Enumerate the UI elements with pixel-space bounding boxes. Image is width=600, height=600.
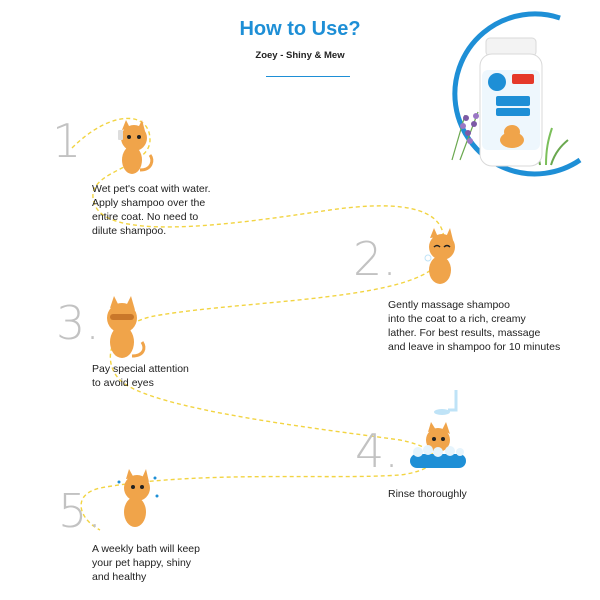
cat-step-5-icon <box>117 469 159 527</box>
shampoo-bottle-icon <box>479 37 543 167</box>
step-number-3: 3. <box>56 296 100 350</box>
title-underline <box>266 76 350 77</box>
step-number-4: 4. <box>355 424 399 478</box>
cat-step-1-icon <box>118 120 154 174</box>
step-number-5-digit: 5 <box>58 484 88 538</box>
lavender-icon <box>451 111 479 161</box>
step-number-1: 1 <box>52 118 81 164</box>
step-1-text: Wet pet's coat with water. Apply shampoo… <box>92 183 211 237</box>
page-title: How to Use? <box>239 18 361 40</box>
step-4-text: Rinse thoroughly <box>388 488 467 500</box>
step-3-text: Pay special attention to avoid eyes <box>92 363 189 389</box>
blue-arc <box>452 11 582 177</box>
step-number-5: 5. <box>58 484 102 538</box>
product-group <box>451 11 582 177</box>
cat-step-3-icon <box>107 296 146 358</box>
step-number-2: 2. <box>353 232 397 286</box>
cat-step-2-icon <box>424 228 455 284</box>
cat-step-4-icon <box>410 390 466 468</box>
step-number-3-digit: 3 <box>56 296 86 350</box>
step-2-text: Gently massage shampoo into the coat to … <box>388 299 561 353</box>
step-number-2-digit: 2 <box>353 232 383 286</box>
page-subtitle: Zoey - Shiny & Mew <box>255 50 345 61</box>
step-number-4-digit: 4 <box>355 424 385 478</box>
step-5-text: A weekly bath will keep your pet happy, … <box>92 543 200 583</box>
step-number-1-digit: 1 <box>52 114 82 168</box>
dashed-path <box>71 117 445 531</box>
